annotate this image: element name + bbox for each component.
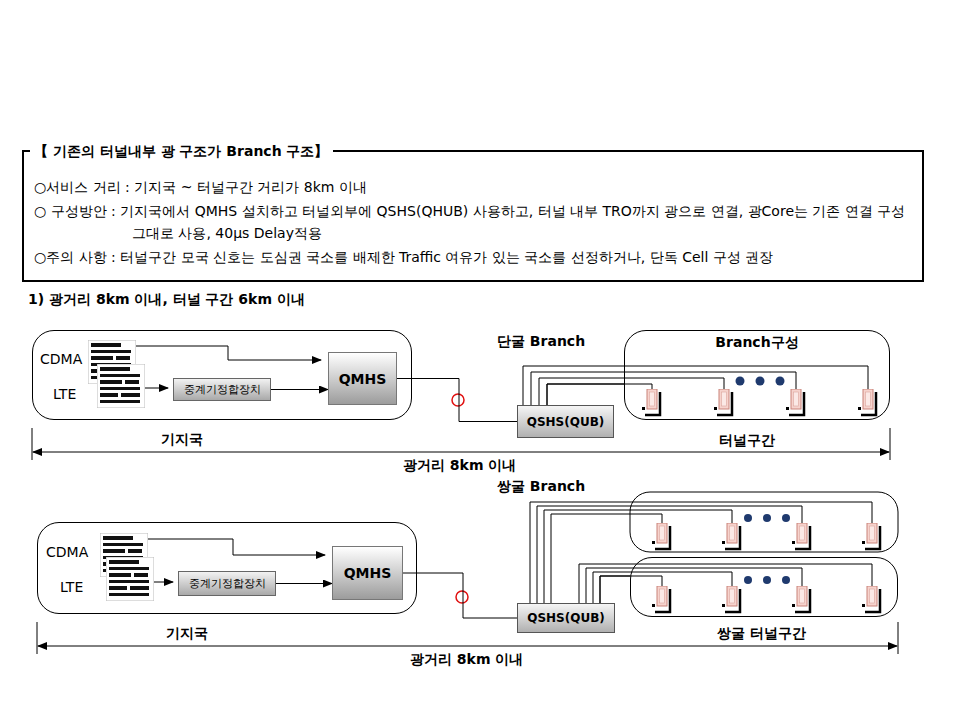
ellipsis-dot: [782, 514, 790, 522]
notice-box: 【 기존의 터널내부 광 구조가 Branch 구조】○서비스 거리 : 기지국…: [22, 150, 924, 282]
ellipsis-dot: [744, 576, 752, 584]
fiber-connector: [403, 573, 517, 618]
notice-bullet: ○ 구성방안 : 기지국에서 QMHS 설치하고 터널외부에 QSHS(QHUB…: [34, 200, 914, 244]
repeater-symbol: [722, 523, 740, 549]
tunnel-box: Branch구성터널구간: [624, 330, 890, 420]
fiber-connector: [276, 583, 332, 584]
dimension-line: [33, 452, 889, 453]
node-text: QMHS: [339, 371, 387, 387]
notice-bullet: ○주의 사항 : 터널구간 모국 신호는 도심권 국소를 배제한 Traffic…: [34, 246, 914, 268]
node-text: QSHS(QUB): [527, 415, 605, 429]
qshs-box: QSHS(QUB): [517, 405, 614, 438]
signal-name: CDMA: [46, 544, 88, 560]
dimension-tick: [37, 622, 38, 654]
repeater-symbol: [652, 523, 670, 549]
base-station-box: 기지국중계기정합장치QMHS: [32, 330, 412, 420]
node-text: QMHS: [344, 565, 392, 581]
ellipsis-dot: [782, 576, 790, 584]
fiber-line: [586, 568, 802, 603]
section-title: 1) 광거리 8km 이내, 터널 구간 6km 이내: [28, 291, 305, 309]
repeater-symbol: [786, 389, 804, 415]
node-text: Branch구성: [625, 334, 889, 352]
ellipsis-dot: [744, 514, 752, 522]
dimension-tick: [890, 428, 891, 460]
qmhs-box: QMHS: [332, 546, 403, 600]
ellipsis-dot: [736, 377, 745, 386]
ellipsis-dot: [763, 576, 771, 584]
repeater-symbol: [792, 523, 810, 549]
relay-box: 중계기정합장치: [173, 378, 271, 401]
repeater-symbol: [652, 586, 670, 612]
fiber-connector: [600, 576, 630, 603]
repeater-symbol: [722, 586, 740, 612]
repeater-symbol: [642, 389, 660, 415]
fiber-connector: [397, 379, 517, 422]
node-text: 기지국: [166, 625, 208, 643]
fiber-line: [551, 514, 662, 603]
dimension-label: 광거리 8km 이내: [410, 651, 523, 669]
node-text: 중계기정합장치: [184, 382, 261, 397]
branch-label: 단굴 Branch: [497, 333, 585, 351]
relay-box: 중계기정합장치: [178, 571, 276, 596]
dimension-tick: [32, 428, 33, 460]
repeater-symbol: [862, 586, 880, 612]
signal-name: CDMA: [40, 351, 82, 367]
fiber-line: [600, 576, 662, 603]
fiber-connector: [271, 389, 328, 390]
node-text: 쌍굴 터널구간: [717, 625, 806, 643]
fiber-connector: [547, 384, 624, 405]
qmhs-box: QMHS: [328, 352, 397, 405]
fiber-line: [537, 506, 802, 603]
notice-heading: 【 기존의 터널내부 광 구조가 Branch 구조】: [30, 141, 333, 161]
fiber-line: [531, 372, 796, 405]
qshs-box: QSHS(QUB): [517, 603, 615, 633]
node-text: 터널구간: [719, 432, 775, 450]
fiber-line: [523, 366, 868, 405]
signal-arrow: [145, 388, 168, 389]
dimension-line: [38, 646, 897, 647]
node-text: 중계기정합장치: [189, 576, 266, 591]
ellipsis-dot: [756, 377, 765, 386]
signal-arrow: [148, 539, 325, 555]
signal-name: LTE: [53, 386, 76, 402]
repeater-symbol: [792, 586, 810, 612]
dimension-tick: [898, 622, 899, 654]
signal-arrow: [136, 346, 321, 360]
notice-bullet: ○서비스 거리 : 기지국 ~ 터널구간 거리가 8km 이내: [34, 176, 914, 198]
branch-label: 쌍굴 Branch: [497, 478, 585, 496]
ellipsis-dot: [776, 377, 785, 386]
fiber-line: [539, 378, 724, 405]
splice-mark: [456, 591, 468, 603]
signal-name: LTE: [60, 579, 83, 595]
equipment-image: [97, 364, 145, 408]
fiber-line: [530, 502, 872, 603]
base-station-box: 기지국중계기정합장치QMHS: [37, 522, 417, 614]
dimension-label: 광거리 8km 이내: [403, 457, 516, 475]
signal-arrow: [154, 582, 173, 583]
repeater-symbol: [858, 389, 876, 415]
tunnel-box: 쌍굴 터널구간: [630, 557, 898, 617]
node-text: 기지국: [161, 431, 203, 449]
tunnel-outline: [630, 492, 898, 552]
fiber-line: [547, 384, 652, 405]
node-text: QSHS(QUB): [527, 611, 605, 625]
fiber-line: [579, 564, 872, 603]
repeater-symbol: [862, 523, 880, 549]
splice-mark: [452, 394, 464, 406]
ellipsis-dot: [763, 514, 771, 522]
repeater-symbol: [714, 389, 732, 415]
equipment-image: [106, 557, 154, 601]
